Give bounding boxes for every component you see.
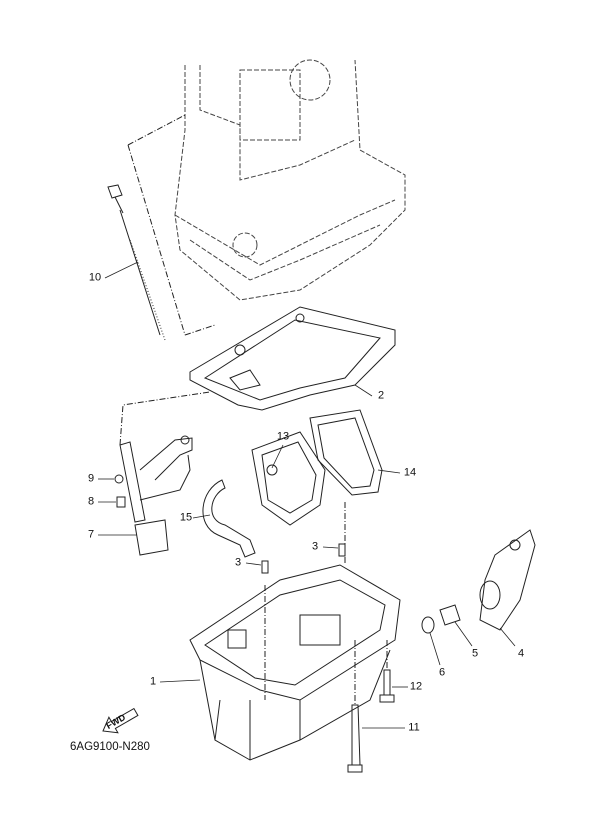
part-3-dowel-pin [261,560,269,574]
part-14-gasket [309,409,383,496]
callout-8: 8 [87,495,95,508]
leader-lines [98,261,516,729]
part-4-bracket [479,529,536,631]
callout-1: 1 [149,675,157,688]
part-6-gasket [421,616,435,634]
part-13-cover [251,431,326,526]
part-9-washer [114,474,124,484]
diagram-code: 6AG9100-N280 [70,741,150,753]
dipstick-guide-line [127,114,216,336]
part-7-oil-strainer [119,391,211,556]
callout-3-upper: 3 [311,540,319,553]
callout-10: 10 [88,271,102,284]
callout-12: 12 [409,680,423,693]
fwd-arrow-icon [102,707,139,734]
callout-14: 14 [403,466,417,479]
callout-3-lower: 3 [234,556,242,569]
part-11-bolt [347,704,363,773]
part-12-bolt [379,669,395,703]
part-3-dowel-pin [338,543,346,557]
callout-7: 7 [87,528,95,541]
engine-block-outline [174,59,406,301]
callout-9: 9 [87,472,95,485]
part-10-dipstick [107,184,166,341]
callout-6: 6 [438,666,446,679]
callout-15: 15 [179,511,193,524]
part-1-oil-pan [189,564,401,761]
callout-11: 11 [408,721,420,734]
callout-4: 4 [517,647,525,660]
callout-13: 13 [276,430,290,443]
part-5-plug [439,580,501,626]
part-15-hose [202,479,256,558]
part-2-gasket [189,306,396,411]
callout-2: 2 [377,389,385,402]
callout-5: 5 [471,647,479,660]
part-8-bolt [116,496,126,508]
